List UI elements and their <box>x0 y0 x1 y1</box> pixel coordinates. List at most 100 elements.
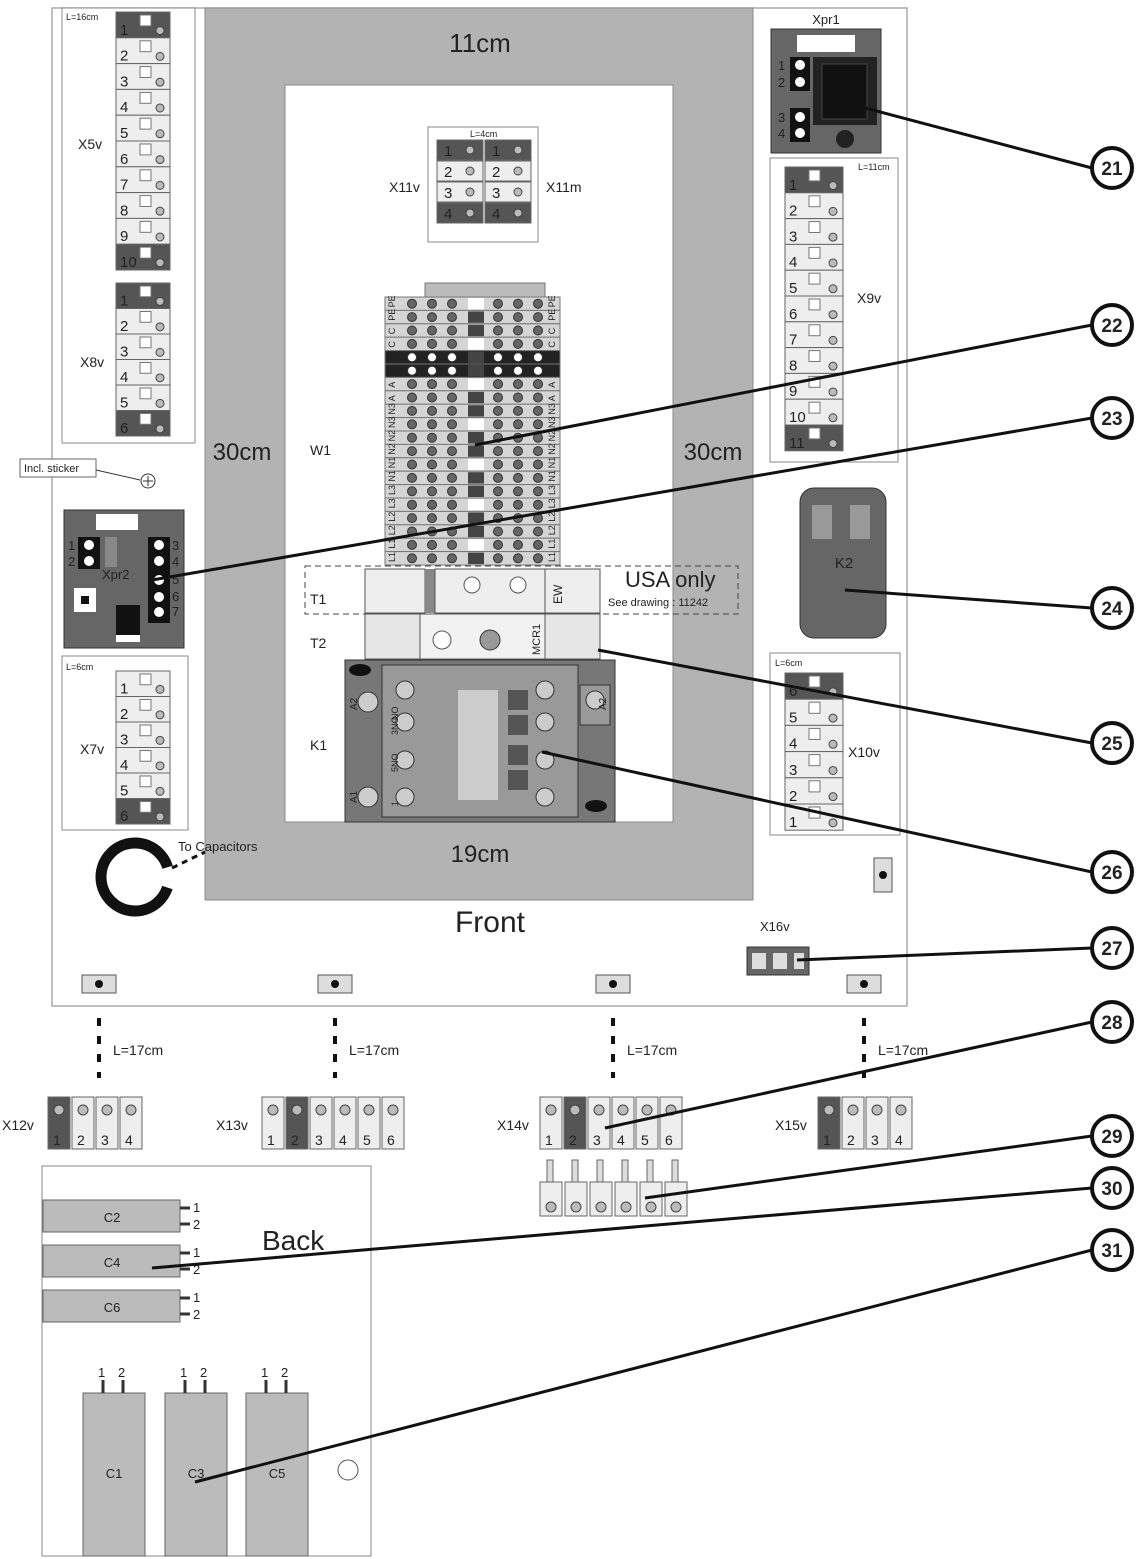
terminal-number: 5 <box>789 280 797 297</box>
terminal-number: 1 <box>823 1132 831 1148</box>
w1-row-label: L3 <box>547 498 557 508</box>
w1-screw-icon <box>447 446 457 457</box>
k1-1: 1 <box>390 801 400 806</box>
terminal-number: 3 <box>120 73 128 90</box>
capacitor <box>245 1392 309 1557</box>
capacitor-pin: 2 <box>118 1365 125 1380</box>
ew-label: EW <box>551 584 565 604</box>
w1-row-label: C <box>387 327 397 334</box>
sticker-leader <box>95 469 141 481</box>
to-capacitors: To Capacitors <box>178 839 258 854</box>
terminal-screw-icon <box>155 373 165 383</box>
w1-row-label: L1 <box>387 552 397 562</box>
x5v-length: L=16cm <box>66 12 98 22</box>
w1-screw-icon <box>447 486 457 497</box>
w1-screw-icon <box>513 298 523 309</box>
block-name: X15v <box>775 1117 807 1133</box>
terminal-slot <box>139 195 152 208</box>
terminal-slot <box>808 221 821 234</box>
w1-screw-icon <box>427 499 437 510</box>
w1-screw-icon <box>513 553 523 564</box>
xpr2-pin-1: 1 <box>68 538 75 553</box>
w1-screw-icon <box>493 472 503 483</box>
terminal-number: 2 <box>77 1132 85 1148</box>
k1-5no: 5NO <box>390 753 400 772</box>
terminal-slot <box>139 775 152 788</box>
w1-screw-icon <box>407 553 417 564</box>
terminal-screw-icon <box>101 1104 113 1116</box>
w1-row-label: N2 <box>547 430 557 442</box>
t1-module <box>364 568 601 614</box>
w1-row-label: A <box>387 382 397 388</box>
terminal-slot <box>808 350 821 363</box>
w1-row-label: L2 <box>547 525 557 535</box>
x9v-label: X9v <box>857 290 881 306</box>
terminal-number: 1 <box>545 1132 553 1148</box>
terminal-number: 4 <box>120 99 128 116</box>
x16v-label: X16v <box>760 919 790 934</box>
w1-screw-icon <box>427 392 437 403</box>
xpr2-pin-5: 5 <box>172 572 179 587</box>
plug-terminal <box>614 1181 638 1217</box>
terminal-screw-icon <box>828 387 838 397</box>
w1-screw-icon <box>513 459 523 470</box>
w1-row-label: N1 <box>387 457 397 469</box>
terminal-screw-icon <box>513 145 523 155</box>
w1-row-label: B <box>387 355 397 361</box>
terminal-number: 2 <box>291 1132 299 1148</box>
capacitor-pin: 2 <box>193 1217 200 1232</box>
w1-row-label: N3 <box>387 403 397 415</box>
terminal-screw-icon <box>828 361 838 371</box>
x7v-length: L=6cm <box>66 662 93 672</box>
terminal-slot <box>139 169 152 182</box>
terminal-slot <box>139 362 152 374</box>
w1-screw-icon <box>533 405 543 416</box>
terminal-screw-icon <box>828 284 838 294</box>
callout-leader <box>796 946 1093 962</box>
w1-screw-icon <box>447 352 457 363</box>
xpr1-module <box>770 28 882 154</box>
xpr1-pin-3: 3 <box>778 110 785 125</box>
capacitor-pin: 1 <box>193 1245 200 1260</box>
terminal-number: 1 <box>444 143 452 160</box>
callout-circle <box>1090 303 1134 347</box>
w1-screw-icon <box>493 312 503 323</box>
w1-screw-icon <box>447 325 457 336</box>
w1-screw-icon <box>407 419 417 430</box>
terminal-screw-icon <box>465 166 475 176</box>
w1-screw-icon <box>513 392 523 403</box>
capacitor-name: C6 <box>104 1300 121 1315</box>
terminal-screw-icon <box>155 322 165 332</box>
terminal-slot <box>808 780 821 793</box>
terminal-number: 4 <box>120 369 128 386</box>
terminal-number: 6 <box>120 151 128 168</box>
callout-circle <box>1090 1166 1134 1210</box>
terminal-screw-icon <box>828 181 838 191</box>
w1-screw-icon <box>513 312 523 323</box>
terminal <box>484 160 532 182</box>
terminal-number: 4 <box>895 1132 903 1148</box>
terminal-slot <box>139 66 152 78</box>
w1-screw-icon <box>493 446 503 457</box>
plug-terminal <box>664 1181 688 1217</box>
callout-leader <box>644 1134 1093 1200</box>
terminal-slot <box>139 724 152 737</box>
w1-row-label: N1 <box>387 470 397 482</box>
terminal-slot <box>139 801 152 813</box>
w1-row-label: B <box>547 368 557 374</box>
callout-number: 23 <box>1101 409 1122 430</box>
w1-screw-icon <box>513 419 523 430</box>
w1-screw-icon <box>447 432 457 443</box>
terminal-slot <box>808 195 821 208</box>
terminal-screw-icon <box>513 166 523 176</box>
callout-circle <box>1090 1114 1134 1158</box>
k1-contactor <box>344 659 616 823</box>
w1-screw-icon <box>427 446 437 457</box>
xpr1-pin-4: 4 <box>778 126 785 141</box>
w1-screw-icon <box>407 352 417 363</box>
terminal-number: 7 <box>789 332 797 349</box>
terminal-number: 3 <box>315 1132 323 1148</box>
w1-row-label: L3 <box>387 498 397 508</box>
